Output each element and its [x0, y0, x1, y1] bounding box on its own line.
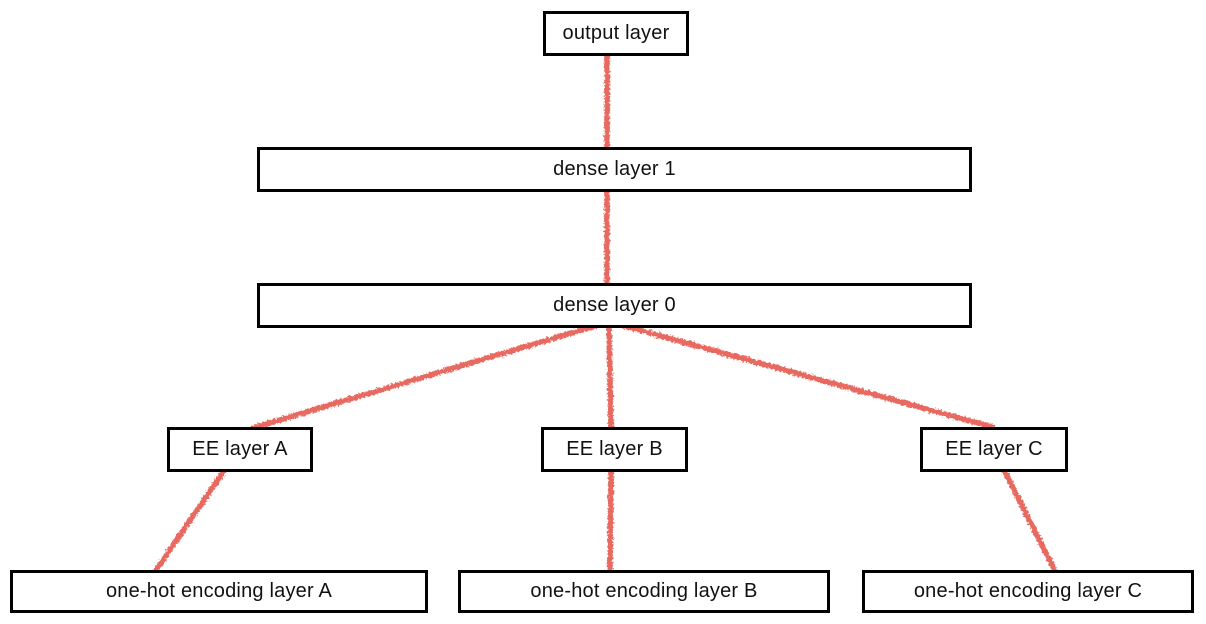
node-ee-layer-b: EE layer B [541, 427, 688, 472]
node-output-layer: output layer [543, 11, 689, 56]
edge-eeB-to-ohB [607, 463, 614, 577]
node-label: dense layer 0 [553, 294, 676, 316]
node-label: output layer [562, 22, 670, 44]
node-label: one-hot encoding layer A [105, 580, 333, 602]
node-label: EE layer C [945, 438, 1043, 460]
node-ee-layer-c: EE layer C [920, 427, 1068, 472]
node-one-hot-encoding-layer-b: one-hot encoding layer B [458, 570, 830, 613]
node-label: dense layer 1 [553, 158, 676, 180]
edge-eeC-to-ohC [1000, 465, 1059, 576]
node-ee-layer-a: EE layer A [167, 427, 313, 472]
edge-dense0-to-eeA [250, 319, 611, 431]
node-label: EE layer A [192, 438, 288, 460]
node-one-hot-encoding-layer-c: one-hot encoding layer C [862, 570, 1194, 613]
edge-group [151, 47, 1059, 577]
node-label: EE layer B [566, 438, 663, 460]
edge-dense0-to-eeC [607, 319, 995, 430]
edge-dense0-to-eeB [606, 319, 614, 435]
node-label: one-hot encoding layer B [530, 580, 758, 602]
node-dense-layer-0: dense layer 0 [257, 283, 972, 328]
node-label: one-hot encoding layer C [913, 580, 1143, 602]
node-dense-layer-1: dense layer 1 [257, 147, 972, 192]
edge-eeA-to-ohA [151, 465, 229, 576]
node-one-hot-encoding-layer-a: one-hot encoding layer A [10, 570, 428, 613]
